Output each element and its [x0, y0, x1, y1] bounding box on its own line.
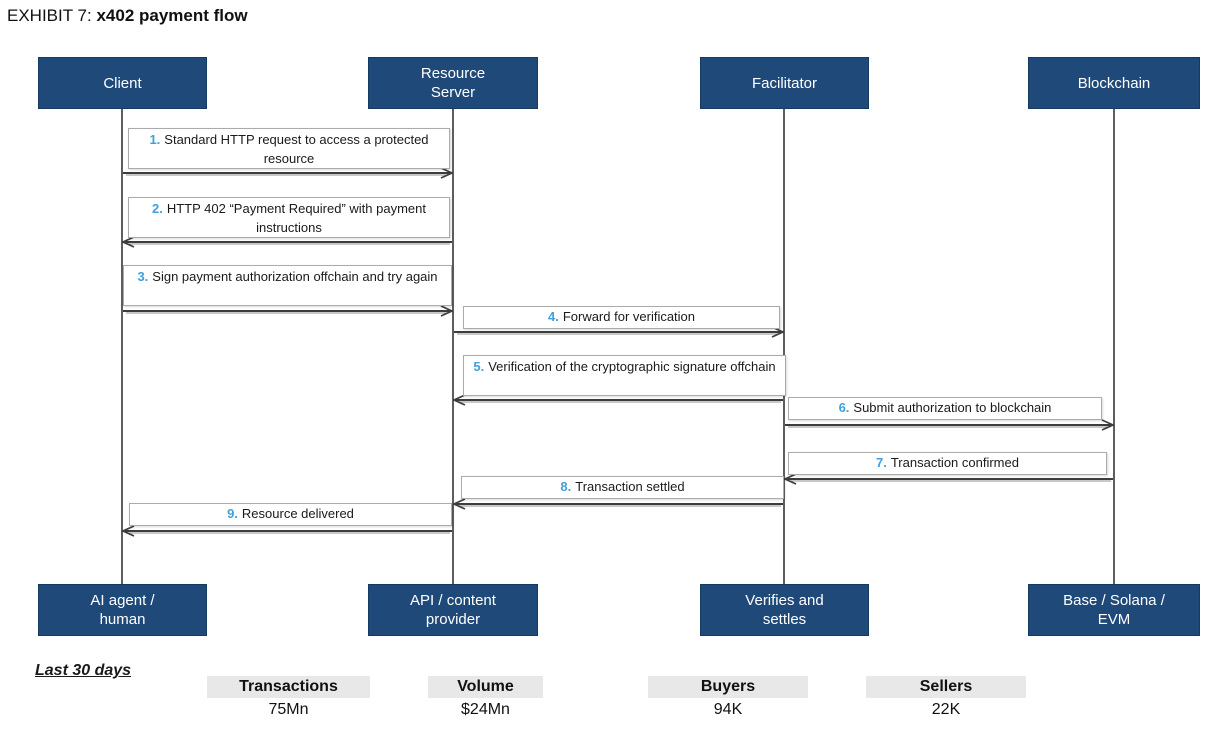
- stat-buyers-label: Buyers: [648, 676, 808, 698]
- stat-buyers-value: 94K: [713, 701, 743, 718]
- message-3-text: Sign payment authorization offchain and …: [152, 269, 438, 284]
- message-9-text: Resource delivered: [241, 506, 354, 521]
- actor-role-verifies-and-settles: Verifies and settles: [700, 584, 869, 636]
- stat-sellers-value: 22K: [931, 701, 961, 718]
- message-6-number: 6.: [838, 400, 850, 415]
- message-8-number: 8.: [560, 479, 572, 494]
- actor-client: Client: [38, 57, 207, 109]
- stat-transactions: Transactions 75Mn: [207, 676, 370, 719]
- message-5-label: 5.Verification of the cryptographic sign…: [463, 355, 786, 396]
- message-4-text: Forward for verification: [562, 309, 696, 324]
- stats-period-label: Last 30 days: [35, 662, 132, 679]
- message-2-text: HTTP 402 “Payment Required” with payment…: [166, 201, 426, 235]
- message-arrow-3: [123, 305, 455, 317]
- message-arrow-9: [120, 525, 452, 537]
- message-9-number: 9.: [227, 506, 238, 521]
- message-3-label: 3.Sign payment authorization offchain an…: [123, 265, 452, 306]
- message-7-label: 7.Transaction confirmed: [788, 452, 1107, 475]
- message-arrow-2: [120, 236, 452, 248]
- stat-transactions-value: 75Mn: [268, 701, 309, 718]
- message-arrow-6: [785, 419, 1116, 431]
- message-2-number: 2.: [152, 201, 163, 216]
- stat-sellers: Sellers 22K: [866, 676, 1026, 719]
- message-4-label: 4.Forward for verification: [463, 306, 780, 329]
- message-2-label: 2.HTTP 402 “Payment Required” with payme…: [128, 197, 450, 238]
- actor-role-api-content-provider: API / content provider: [368, 584, 538, 636]
- message-7-text: Transaction confirmed: [890, 455, 1019, 470]
- lifelines: [121, 108, 1115, 584]
- message-arrow-1: [123, 167, 455, 179]
- message-6-text: Submit authorization to blockchain: [853, 400, 1052, 415]
- stat-volume: Volume $24Mn: [428, 676, 543, 719]
- message-9-label: 9.Resource delivered: [129, 503, 452, 526]
- message-8-label: 8.Transaction settled: [461, 476, 784, 499]
- message-6-label: 6.Submit authorization to blockchain: [788, 397, 1102, 420]
- message-arrow-5: [451, 394, 783, 406]
- stat-sellers-label: Sellers: [866, 676, 1026, 698]
- message-7-number: 7.: [876, 455, 887, 470]
- message-1-number: 1.: [149, 132, 161, 147]
- actor-role-base-solana-evm: Base / Solana / EVM: [1028, 584, 1200, 636]
- stat-transactions-label: Transactions: [207, 676, 370, 698]
- actor-blockchain: Blockchain: [1028, 57, 1200, 109]
- stat-buyers: Buyers 94K: [648, 676, 808, 719]
- message-1-text: Standard HTTP request to access a protec…: [164, 132, 429, 166]
- exhibit-title: EXHIBIT 7: x402 payment flow: [7, 6, 248, 26]
- stat-volume-label: Volume: [428, 676, 543, 698]
- message-4-number: 4.: [547, 309, 559, 324]
- message-1-label: 1.Standard HTTP request to access a prot…: [128, 128, 450, 169]
- actor-role-ai-agent-human: AI agent / human: [38, 584, 207, 636]
- exhibit-number: EXHIBIT 7:: [7, 6, 97, 25]
- exhibit-name: x402 payment flow: [96, 6, 248, 25]
- message-5-number: 5.: [473, 359, 485, 374]
- message-arrow-7: [782, 473, 1113, 485]
- message-arrow-8: [451, 498, 783, 510]
- stat-volume-value: $24Mn: [461, 701, 510, 718]
- message-5-text: Verification of the cryptographic signat…: [488, 359, 776, 374]
- message-3-number: 3.: [137, 269, 149, 284]
- actor-resource-server: Resource Server: [368, 57, 538, 109]
- message-8-text: Transaction settled: [575, 479, 685, 494]
- actor-facilitator: Facilitator: [700, 57, 869, 109]
